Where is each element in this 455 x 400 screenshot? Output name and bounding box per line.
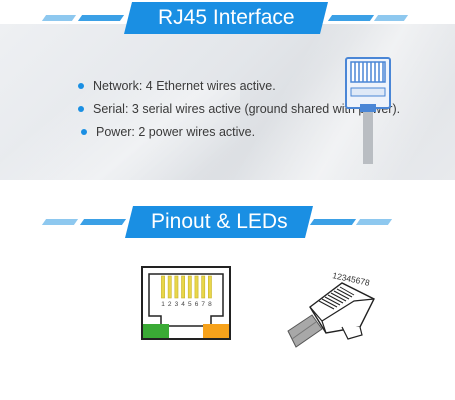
jack-pin-number: 1 (161, 301, 165, 308)
feature-network: Network: 4 Ethernet wires active. (78, 78, 400, 101)
jack-pin (174, 275, 179, 299)
plug-pin-label: 12345678 (332, 270, 371, 288)
jack-pin-number: 8 (208, 301, 212, 308)
heading-pinout: Pinout & LEDs (125, 206, 313, 238)
rj45-plug-drawing: 12345678 (287, 270, 375, 348)
feature-power: Power: 2 power wires active. (81, 124, 400, 147)
jack-pin (208, 275, 212, 299)
jack-pin-number: 3 (175, 301, 179, 308)
feature-list: Network: 4 Ethernet wires active. Serial… (78, 78, 400, 147)
jack-pin-number: 6 (195, 301, 199, 308)
jack-pin (201, 275, 206, 299)
jack-pin-number: 5 (188, 301, 192, 308)
led-green (143, 324, 169, 338)
jack-pin-number: 2 (168, 301, 172, 308)
heading-ribbon-interface: RJ45 Interface (0, 2, 455, 34)
heading-ribbon-pinout: Pinout & LEDs (0, 206, 455, 238)
jack-pin (187, 275, 192, 299)
jack-pin (161, 275, 165, 299)
jack-pin-number: 7 (201, 301, 205, 308)
heading-interface: RJ45 Interface (124, 2, 328, 34)
interface-panel: Network: 4 Ethernet wires active. Serial… (0, 24, 455, 180)
rj45-connector-icon (345, 57, 391, 164)
led-orange (203, 324, 229, 338)
jack-pin (181, 275, 186, 299)
jack-pin-number: 4 (181, 301, 185, 308)
jack-pin (167, 275, 172, 299)
jack-pin (194, 275, 199, 299)
feature-serial: Serial: 3 serial wires active (ground sh… (78, 101, 400, 124)
